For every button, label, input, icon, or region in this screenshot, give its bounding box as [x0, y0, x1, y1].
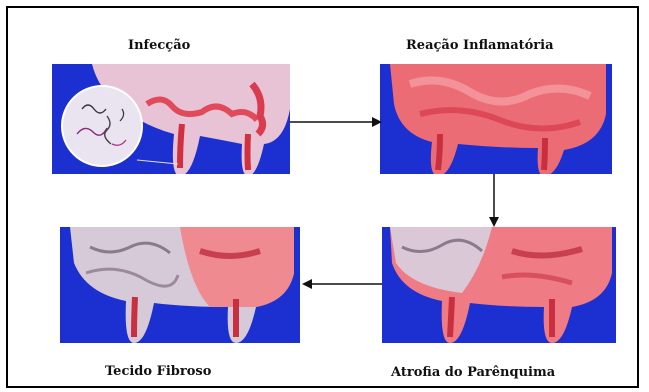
panel-infection: [52, 64, 290, 174]
inflammatory-illustration: [380, 64, 612, 174]
atrophy-illustration: [382, 227, 616, 343]
infection-illustration: [52, 64, 290, 174]
figure-frame: Infecção Reação Inflamatória Tecido Fibr…: [6, 6, 639, 388]
label-infection: Infecção: [128, 38, 190, 53]
label-parenchyma-atrophy: Atrofia do Parênquima: [391, 365, 555, 380]
label-inflammatory-reaction: Reação Inflamatória: [406, 38, 554, 53]
panel-inflammatory-reaction: [380, 64, 612, 174]
arrow-infection-to-inflammation: [290, 116, 382, 128]
label-fibrous-tissue: Tecido Fibroso: [105, 364, 211, 379]
panel-parenchyma-atrophy: [382, 227, 616, 343]
arrow-inflammation-to-atrophy: [488, 174, 500, 227]
fibrous-illustration: [60, 227, 300, 343]
panel-fibrous-tissue: [60, 227, 300, 343]
arrow-atrophy-to-fibrous: [302, 278, 382, 290]
